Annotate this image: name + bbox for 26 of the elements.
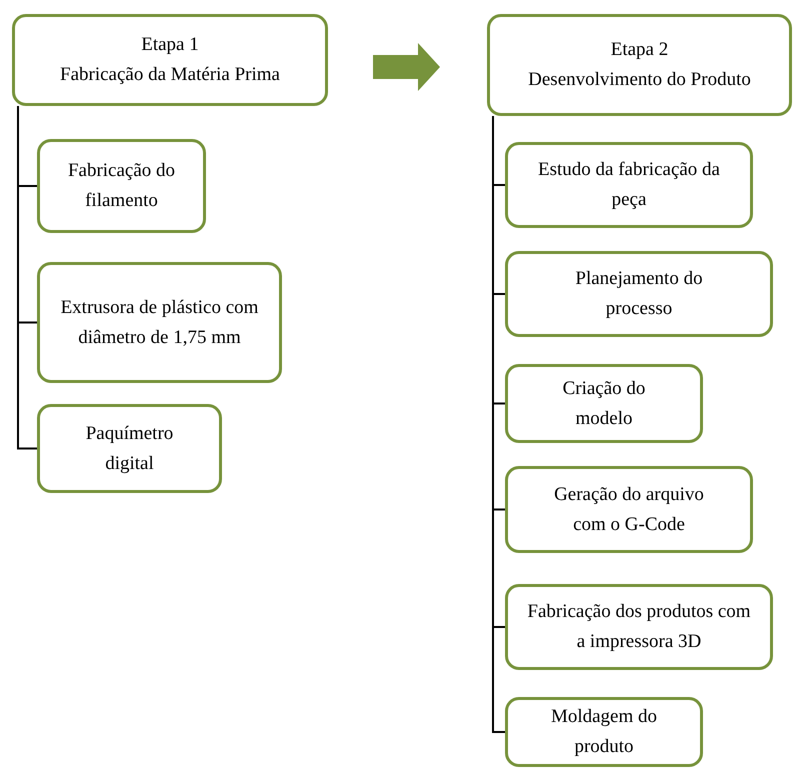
- process-box: [505, 466, 753, 553]
- process-box: [505, 251, 773, 337]
- process-box: [505, 584, 773, 670]
- process-box: [505, 142, 753, 228]
- process-box: [505, 364, 703, 443]
- process-box: [505, 697, 703, 767]
- box-text: Criação do modelo: [562, 376, 646, 430]
- block-arrow: [373, 43, 440, 91]
- process-box: [487, 14, 792, 116]
- box-text: Fabricação da Matéria Prima: [60, 63, 280, 87]
- box-text: Paquímetro digital: [84, 422, 174, 476]
- box-text: Fabricação do filamento: [66, 159, 176, 213]
- process-box: [37, 139, 206, 233]
- box-heading: Etapa 1: [141, 33, 199, 57]
- box-text: Extrusora de plástico com diâmetro de 1,75 mm: [60, 296, 260, 350]
- box-text: Estudo da fabricação da peça: [537, 158, 721, 212]
- box-text: Moldagem do produto: [550, 705, 658, 759]
- box-text: Fabricação dos produtos com a impressora 3D: [526, 600, 752, 654]
- process-box: [12, 14, 328, 106]
- box-text: Geração do arquivo com o G-Code: [553, 482, 705, 536]
- process-box: [37, 262, 282, 383]
- box-text: Planejamento do processo: [574, 267, 704, 321]
- process-box: [37, 404, 222, 493]
- box-text: Desenvolvimento do Produto: [528, 68, 751, 92]
- connector-line: [17, 106, 37, 450]
- box-heading: Etapa 2: [610, 38, 668, 62]
